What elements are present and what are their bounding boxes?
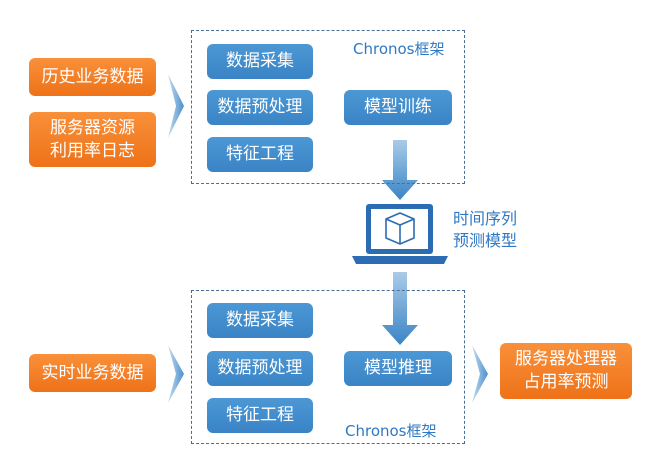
top-step-label: 特征工程 (226, 144, 294, 165)
bottom-step-data-collection: 数据采集 (207, 303, 313, 338)
arrow-model-to-inference (382, 272, 418, 345)
history-data-input: 历史业务数据 (29, 58, 156, 96)
top-step-preprocessing: 数据预处理 (207, 90, 313, 125)
output-label-line2: 占用率预测 (523, 372, 609, 392)
bottom-step-label: 数据预处理 (217, 358, 303, 379)
arrow-into-top-framework (168, 74, 184, 138)
top-framework-title: Chronos框架 (353, 40, 445, 58)
top-step-label: 数据采集 (226, 51, 294, 72)
arrow-train-to-model (382, 140, 418, 200)
cube-icon (385, 212, 415, 245)
model-training-label: 模型训练 (364, 97, 432, 118)
bottom-step-label: 数据采集 (226, 310, 294, 331)
server-log-input: 服务器资源 利用率日志 (29, 112, 156, 167)
server-log-label-line2: 利用率日志 (50, 140, 135, 161)
top-framework-frame (191, 30, 465, 184)
top-step-feature-engineering: 特征工程 (207, 137, 313, 172)
bottom-framework-frame (191, 290, 465, 444)
ts-model-label-line2: 预测模型 (453, 231, 518, 250)
bottom-step-feature-engineering: 特征工程 (207, 398, 313, 433)
arrow-into-bottom-framework (168, 345, 184, 403)
model-inference-box: 模型推理 (344, 351, 452, 386)
ts-model-label: 时间序列 预测模型 (453, 208, 517, 252)
top-step-data-collection: 数据采集 (207, 44, 313, 79)
cpu-usage-prediction-output: 服务器处理器 占用率预测 (500, 343, 632, 399)
realtime-data-input: 实时业务数据 (29, 354, 156, 392)
history-data-label: 历史业务数据 (41, 66, 144, 87)
bottom-framework-title: Chronos框架 (345, 422, 437, 440)
realtime-data-label: 实时业务数据 (41, 362, 144, 383)
bottom-step-label: 特征工程 (226, 405, 294, 426)
ts-model-label-line1: 时间序列 (453, 209, 518, 228)
server-log-label-line1: 服务器资源 (50, 117, 135, 138)
bottom-step-preprocessing: 数据预处理 (207, 351, 313, 386)
model-inference-label: 模型推理 (364, 358, 432, 379)
top-step-label: 数据预处理 (217, 97, 303, 118)
model-training-box: 模型训练 (344, 90, 452, 125)
laptop-model-icon (352, 204, 448, 264)
output-label-line1: 服务器处理器 (515, 349, 617, 370)
arrow-to-output (472, 345, 488, 403)
